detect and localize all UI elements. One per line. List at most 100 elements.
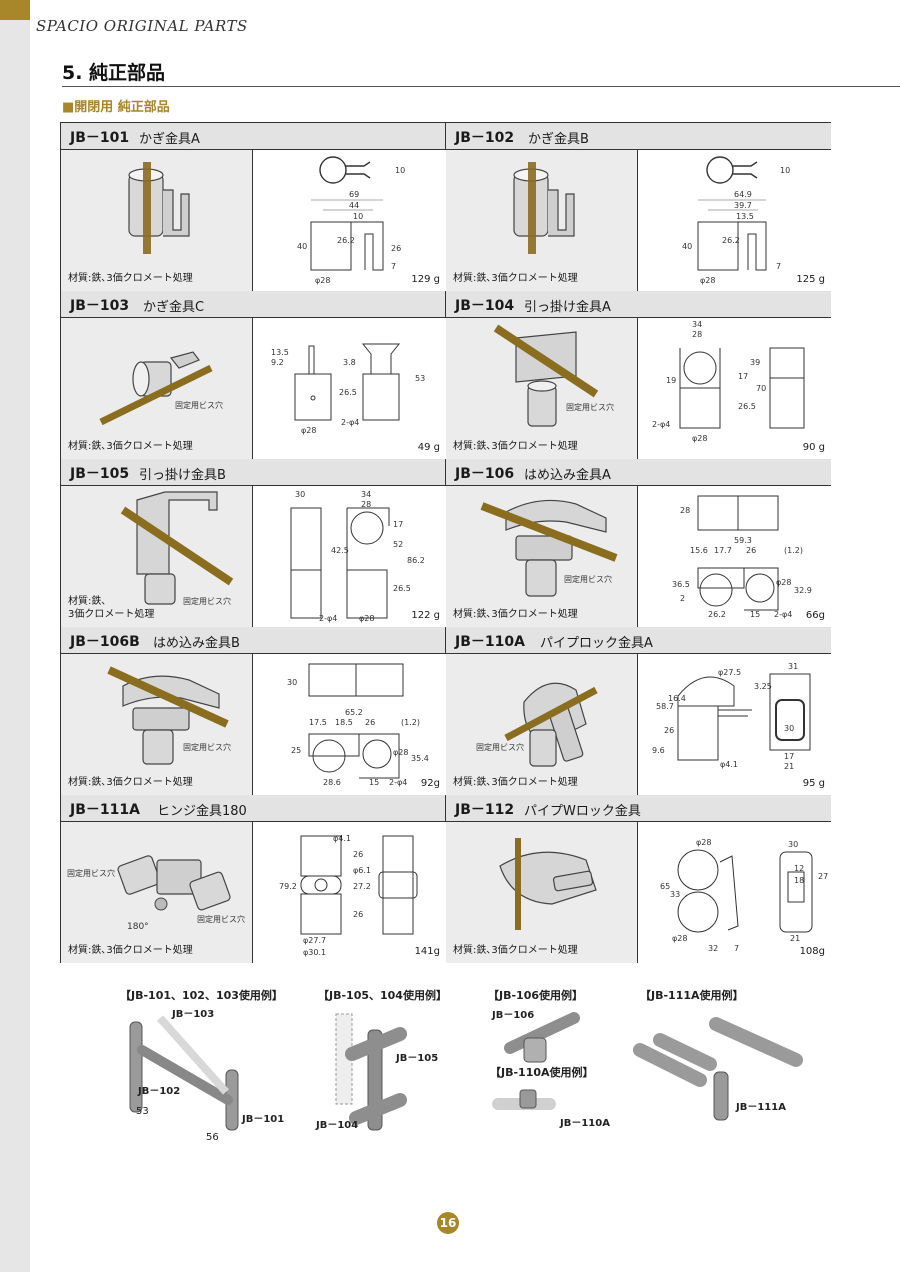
part-material: 材質:鉄､3価クロメート処理 — [68, 441, 193, 452]
part-header: JB－106 はめ込み金具A — [446, 459, 831, 486]
part-header: JB－103 かぎ金具C — [61, 291, 445, 318]
part-name: はめ込み金具A — [524, 468, 611, 483]
dim-label: 44 — [349, 201, 360, 210]
part-card-jb106b: JB－106B はめ込み金具B 固定用ビス穴 材質:鉄､3価クロメート処理 30 — [61, 627, 446, 795]
dim-label: 26.2 — [337, 236, 355, 245]
part-photo: 固定用ビス穴 材質:鉄､ 3価クロメート処理 — [61, 486, 253, 627]
part-card-jb111a: JB－111A ヒンジ金具180 固定用ビス穴 固定用ビス穴 180° 材質:鉄… — [61, 795, 446, 963]
dim-label: φ28 — [359, 614, 375, 623]
dim-label: 64.9 — [734, 190, 752, 199]
part-drawing: 30 34 28 17 42.5 52 86.2 26.5 2-φ4 φ28 1… — [253, 486, 446, 627]
dim-label: φ28 — [393, 748, 409, 757]
technical-drawing — [300, 835, 418, 935]
usage-part-label: JB－101 — [242, 1114, 285, 1125]
dim-label: 32 — [708, 944, 719, 953]
dim-label: 39 — [750, 358, 761, 367]
part-header: JB－101 かぎ金具A — [61, 123, 445, 150]
screw-hole-note: 固定用ビス穴 — [175, 401, 223, 410]
part-card-jb102: JB－102 かぎ金具B 材質:鉄､3価クロメート処理 64.9 39.7 — [446, 123, 831, 291]
screw-hole-note: 固定用ビス穴 — [183, 743, 231, 752]
section-title: 5. 純正部品 — [62, 62, 166, 84]
part-code: JB－106B — [70, 634, 140, 650]
usage-example-title: 【JB-110A使用例】 — [490, 1066, 594, 1079]
part-weight: 125 g — [796, 274, 825, 285]
technical-drawing — [290, 507, 390, 619]
part-code: JB－101 — [70, 130, 130, 146]
part-drawing: 69 44 10 26.2 40 26 7 φ28 10 129 g — [253, 150, 446, 291]
dim-label: 17 — [784, 752, 795, 761]
part-weight: 122 g — [411, 610, 440, 621]
part-weight: 129 g — [411, 274, 440, 285]
dim-label: φ28 — [696, 838, 712, 847]
dim-label: 12 — [794, 864, 805, 873]
dim-label: φ30.1 — [303, 948, 327, 957]
screw-hole-note: 固定用ビス穴 — [564, 575, 612, 584]
part-card-jb104: JB－104 引っ掛け金具A 固定用ビス穴 材質:鉄､3価クロメート処理 34 … — [446, 291, 831, 459]
dim-label: 70 — [756, 384, 767, 393]
part-card-jb106: JB－106 はめ込み金具A 固定用ビス穴 材質:鉄､3価クロメート処理 28 … — [446, 459, 831, 627]
dim-label: 21 — [790, 934, 801, 943]
dim-label: 25 — [291, 746, 302, 755]
dim-label: 28 — [680, 506, 691, 515]
hook-fitting-icon — [120, 491, 234, 605]
part-header: JB－110A パイプロック金具A — [446, 627, 831, 654]
part-header: JB－102 かぎ金具B — [446, 123, 831, 150]
part-weight: 90 g — [802, 442, 825, 453]
dim-label: 2-φ4 — [652, 420, 671, 429]
dim-label: 3.25 — [754, 682, 772, 691]
dim-label: 28 — [361, 500, 372, 509]
dim-label: 36.5 — [672, 580, 690, 589]
part-material: 材質:鉄､3価クロメート処理 — [68, 945, 193, 956]
dim-label: 17 — [738, 372, 749, 381]
part-drawing: φ28 65 33 φ28 32 7 30 12 18 27 21 108g — [638, 822, 831, 963]
dim-label: 15 — [369, 778, 380, 787]
technical-drawing — [697, 156, 767, 271]
dim-label: 26.5 — [339, 388, 357, 397]
part-code: JB－110A — [455, 634, 525, 650]
part-material: 材質:鉄､3価クロメート処理 — [68, 777, 193, 788]
dim-label: 34 — [361, 490, 372, 499]
part-material: 材質:鉄､3価クロメート処理 — [453, 273, 578, 284]
dim-label: 21 — [784, 762, 795, 771]
part-photo: 固定用ビス穴 材質:鉄､3価クロメート処理 — [61, 318, 253, 459]
technical-drawing — [677, 673, 811, 761]
dim-label: 40 — [682, 242, 693, 251]
dim-label: (1.2) — [784, 546, 803, 555]
part-drawing: φ27.5 58.7 16.4 26 9.6 φ4.1 31 3.25 30 1… — [638, 654, 831, 795]
part-drawing: 34 28 19 17 39 26.5 70 2-φ4 φ28 90 g — [638, 318, 831, 459]
dim-label: 2-φ4 — [389, 778, 408, 787]
dim-label: 9.2 — [271, 358, 284, 367]
dim-label: 17.7 — [714, 546, 732, 555]
part-photo: 固定用ビス穴 材質:鉄､3価クロメート処理 — [446, 318, 638, 459]
part-photo: 固定用ビス穴 材質:鉄､3価クロメート処理 — [61, 654, 253, 795]
screw-hole-note-2: 固定用ビス穴 — [197, 915, 245, 924]
dim-label: 7 — [776, 262, 782, 271]
dim-label: 13.5 — [736, 212, 754, 221]
dim-label: 86.2 — [407, 556, 425, 565]
part-card-jb101: JB－101 かぎ金具A 材質:鉄､3価クロメート処理 69 44 — [61, 123, 446, 291]
sub-title: ■開閉用 純正部品 — [62, 100, 170, 115]
part-photo: 材質:鉄､3価クロメート処理 — [446, 150, 638, 291]
part-material: 材質:鉄､3価クロメート処理 — [68, 273, 193, 284]
part-material: 材質:鉄､3価クロメート処理 — [453, 609, 578, 620]
hinge-fitting-icon — [117, 855, 231, 911]
part-material: 材質:鉄､3価クロメート処理 — [453, 441, 578, 452]
part-code: JB－102 — [455, 130, 515, 146]
dim-label: 15 — [750, 610, 761, 619]
part-name: パイプロック金具A — [540, 636, 653, 651]
dim-label: φ4.1 — [333, 834, 351, 843]
part-photo: 固定用ビス穴 材質:鉄､3価クロメート処理 — [446, 486, 638, 627]
usage-part-label: JB－106 — [492, 1010, 535, 1021]
dim-label: 16.4 — [668, 694, 686, 703]
hook-fitting-icon — [480, 499, 618, 597]
dim-label: 15.6 — [690, 546, 708, 555]
dim-label: 10 — [353, 212, 364, 221]
part-name: パイプWロック金具 — [524, 804, 641, 819]
dim-label: 2-φ4 — [319, 614, 338, 623]
usage-part-label: JB－111A — [736, 1102, 786, 1113]
dim-label: 26 — [391, 244, 402, 253]
dim-label: φ28 — [700, 276, 716, 285]
screw-hole-note: 固定用ビス穴 — [183, 597, 231, 606]
usage-part-label: JB－110A — [560, 1118, 610, 1129]
dim-label: 59.3 — [734, 536, 752, 545]
